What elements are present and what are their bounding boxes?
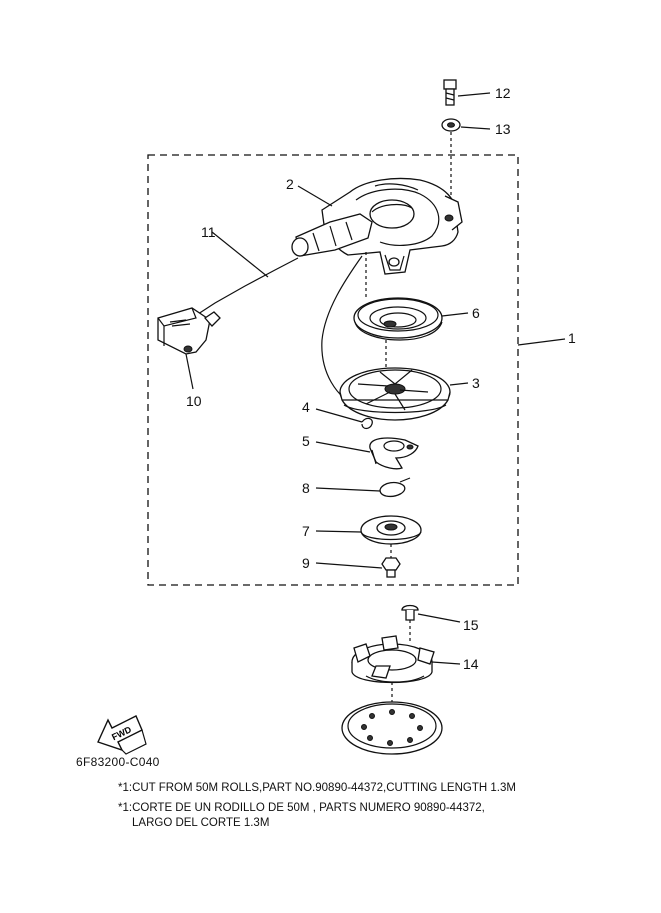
- bolt-part-12: [443, 79, 457, 106]
- callout-2: 2: [286, 176, 294, 192]
- diagram-part-number: 6F83200-C040: [76, 755, 160, 769]
- leader-line-13: [460, 126, 491, 130]
- assembly-boundary: [147, 154, 519, 586]
- fwd-arrow-icon: FWD: [97, 715, 147, 755]
- leader-line-12: [457, 92, 491, 97]
- starter-case-part-2: [291, 177, 463, 275]
- flywheel-disc: [341, 701, 443, 755]
- callout-6: 6: [472, 305, 480, 321]
- leader-line-6: [441, 312, 469, 317]
- washer-part-13: [441, 118, 461, 132]
- callout-14: 14: [463, 656, 479, 672]
- leader-line-3: [449, 382, 469, 386]
- callout-4: 4: [302, 399, 310, 415]
- note-english: *1:CUT FROM 50M ROLLS,PART NO.90890-4437…: [118, 782, 516, 794]
- leader-line-7: [315, 530, 362, 533]
- note-spanish-line1: *1:CORTE DE UN RODILLO DE 50M , PARTS NU…: [118, 802, 485, 814]
- leader-line-11: [211, 231, 269, 278]
- leader-line-5: [315, 441, 371, 453]
- starter-rope-part-11: [194, 257, 299, 317]
- callout-15: 15: [463, 617, 479, 633]
- note-spanish-line2: LARGO DEL CORTE 1.3M: [132, 817, 270, 829]
- callout-12: 12: [495, 85, 511, 101]
- screw-part-15: [401, 604, 419, 621]
- callout-8: 8: [302, 480, 310, 496]
- callout-13: 13: [495, 121, 511, 137]
- starter-spring-part-6: [353, 297, 443, 341]
- callout-9: 9: [302, 555, 310, 571]
- leader-line-15: [417, 613, 461, 623]
- leader-line-10: [185, 353, 194, 390]
- leader-line-4: [315, 408, 363, 423]
- drum-pulley-part-3: [339, 367, 451, 421]
- drive-plate-part-5: [369, 437, 419, 470]
- starter-pulley-part-14: [351, 635, 435, 684]
- plate-part-7: [360, 515, 422, 545]
- callout-7: 7: [302, 523, 310, 539]
- starter-handle-part-10: [157, 307, 221, 355]
- callout-3: 3: [472, 375, 480, 391]
- leader-line-1: [517, 338, 566, 346]
- bolt-part-9: [381, 557, 401, 578]
- leader-line-14: [431, 661, 461, 665]
- callout-11: 11: [201, 224, 216, 240]
- callout-5: 5: [302, 433, 310, 449]
- leader-line-8: [315, 487, 381, 492]
- callout-1: 1: [568, 330, 576, 346]
- spring-clip-part-4: [361, 417, 373, 430]
- leader-line-9: [315, 562, 383, 569]
- spring-part-8: [379, 477, 411, 498]
- leader-line-2: [297, 185, 333, 207]
- callout-10: 10: [186, 393, 202, 409]
